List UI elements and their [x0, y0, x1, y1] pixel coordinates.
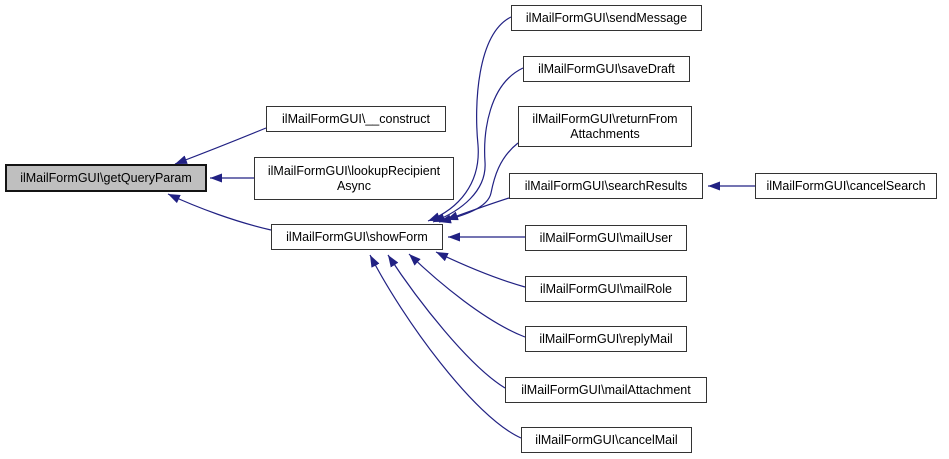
- node-label: ilMailFormGUI\cancelSearch: [766, 178, 926, 193]
- node-construct[interactable]: ilMailFormGUI\__construct: [266, 106, 446, 132]
- edge-mailattachment-to-showform: [387, 254, 506, 389]
- edge-sendmessage-to-showform: [427, 16, 512, 222]
- node-lookuprecipientasync[interactable]: ilMailFormGUI\lookupRecipient Async: [254, 157, 454, 200]
- node-label: ilMailFormGUI\showForm: [286, 229, 428, 244]
- node-label: ilMailFormGUI\mailUser: [539, 230, 673, 245]
- node-cancelsearch[interactable]: ilMailFormGUI\cancelSearch: [755, 173, 937, 199]
- node-mailuser[interactable]: ilMailFormGUI\mailUser: [525, 225, 687, 251]
- node-label: ilMailFormGUI\mailRole: [540, 281, 672, 296]
- node-label: ilMailFormGUI\__construct: [282, 111, 430, 126]
- node-label: ilMailFormGUI\searchResults: [524, 178, 688, 193]
- edge-construct-to-getqueryparam: [174, 127, 267, 165]
- node-label: ilMailFormGUI\replyMail: [539, 331, 673, 346]
- node-cancelmail[interactable]: ilMailFormGUI\cancelMail: [521, 427, 692, 453]
- node-label: ilMailFormGUI\lookupRecipient: [267, 163, 441, 178]
- node-savedraft[interactable]: ilMailFormGUI\saveDraft: [523, 56, 690, 82]
- node-getqueryparam: ilMailFormGUI\getQueryParam: [5, 164, 207, 192]
- node-mailrole[interactable]: ilMailFormGUI\mailRole: [525, 276, 687, 302]
- edge-searchresults-to-showform: [445, 197, 510, 221]
- node-label: ilMailFormGUI\getQueryParam: [20, 170, 192, 185]
- edge-showform-to-getqueryparam: [167, 193, 272, 231]
- node-label: Attachments: [570, 126, 640, 141]
- node-mailattachment[interactable]: ilMailFormGUI\mailAttachment: [505, 377, 707, 403]
- node-replymail[interactable]: ilMailFormGUI\replyMail: [525, 326, 687, 352]
- node-label: ilMailFormGUI\mailAttachment: [521, 382, 691, 397]
- edge-savedraft-to-showform: [432, 67, 524, 223]
- node-label: ilMailFormGUI\returnFrom: [532, 111, 678, 126]
- node-returnfromattachments[interactable]: ilMailFormGUI\returnFrom Attachments: [518, 106, 692, 147]
- node-label: ilMailFormGUI\saveDraft: [538, 61, 675, 76]
- node-searchresults[interactable]: ilMailFormGUI\searchResults: [509, 173, 703, 199]
- node-label: ilMailFormGUI\sendMessage: [525, 10, 688, 25]
- node-showform[interactable]: ilMailFormGUI\showForm: [271, 224, 443, 250]
- edge-cancelmail-to-showform: [369, 254, 522, 439]
- node-label: Async: [336, 178, 372, 193]
- node-sendmessage[interactable]: ilMailFormGUI\sendMessage: [511, 5, 702, 31]
- edge-mailrole-to-showform: [435, 251, 526, 288]
- edge-replymail-to-showform: [408, 253, 526, 338]
- node-label: ilMailFormGUI\cancelMail: [535, 432, 678, 447]
